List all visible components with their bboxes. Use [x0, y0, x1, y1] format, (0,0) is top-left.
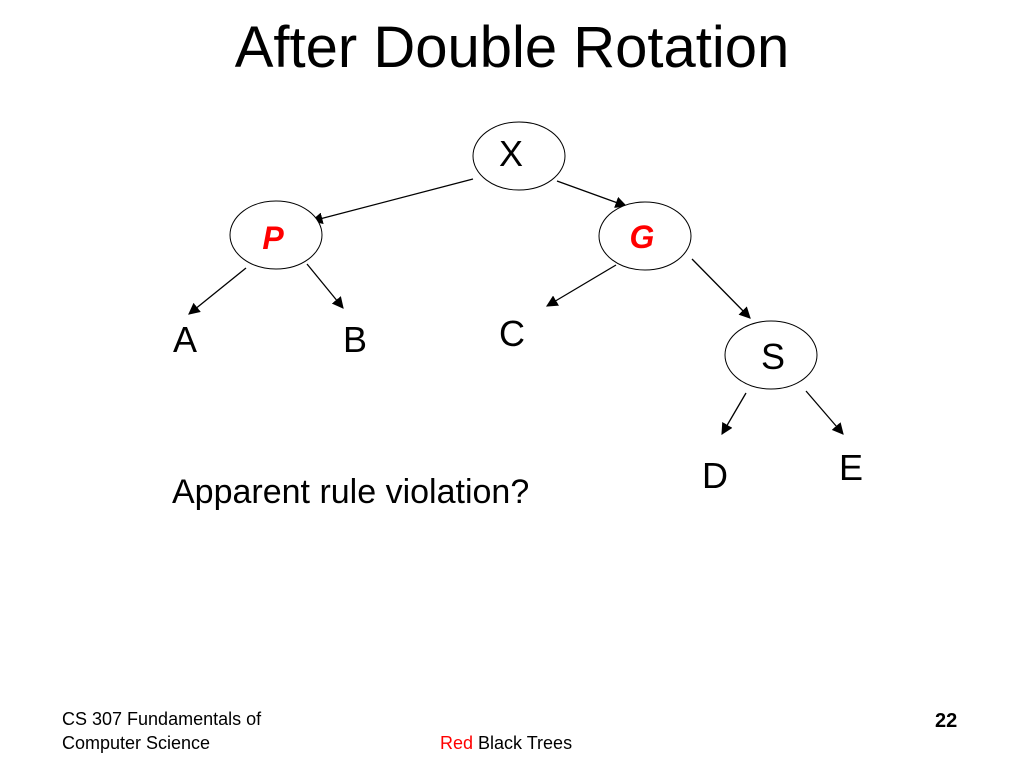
footer-course-line1: CS 307 Fundamentals of: [62, 709, 262, 729]
svg-text:P: P: [262, 220, 284, 256]
edge-g-c: [545, 264, 617, 307]
footer-course-line2: Computer Science: [62, 733, 211, 753]
edge-s-d: [721, 392, 747, 436]
edge-x-g: [556, 180, 628, 208]
question-text: Apparent rule violation?: [172, 473, 530, 511]
slide-title: After Double Rotation: [234, 15, 790, 80]
node-p: P: [229, 200, 323, 270]
footer-topic: Red Black Trees: [440, 731, 572, 755]
footer-topic-rest: Black Trees: [473, 733, 573, 753]
leaf-d: D: [702, 455, 728, 496]
footer-topic-red: Red: [440, 733, 474, 753]
edge-g-s: [691, 258, 751, 319]
footer-course: CS 307 Fundamentals of Computer Science: [62, 707, 261, 755]
leaf-e: E: [839, 447, 863, 488]
leaf-c: C: [499, 313, 525, 354]
edge-x-p: [310, 178, 474, 225]
page-number: 22: [935, 710, 958, 732]
edge-s-e: [805, 390, 844, 435]
node-g: G: [598, 201, 692, 271]
svg-text:X: X: [499, 133, 523, 174]
svg-text:S: S: [761, 336, 785, 377]
edge-p-a: [188, 267, 247, 315]
leaf-b: B: [343, 319, 367, 360]
edge-p-b: [306, 263, 344, 309]
leaf-a: A: [173, 319, 197, 360]
svg-text:G: G: [630, 219, 655, 255]
node-s: S: [724, 320, 818, 390]
node-x: X: [472, 121, 566, 191]
